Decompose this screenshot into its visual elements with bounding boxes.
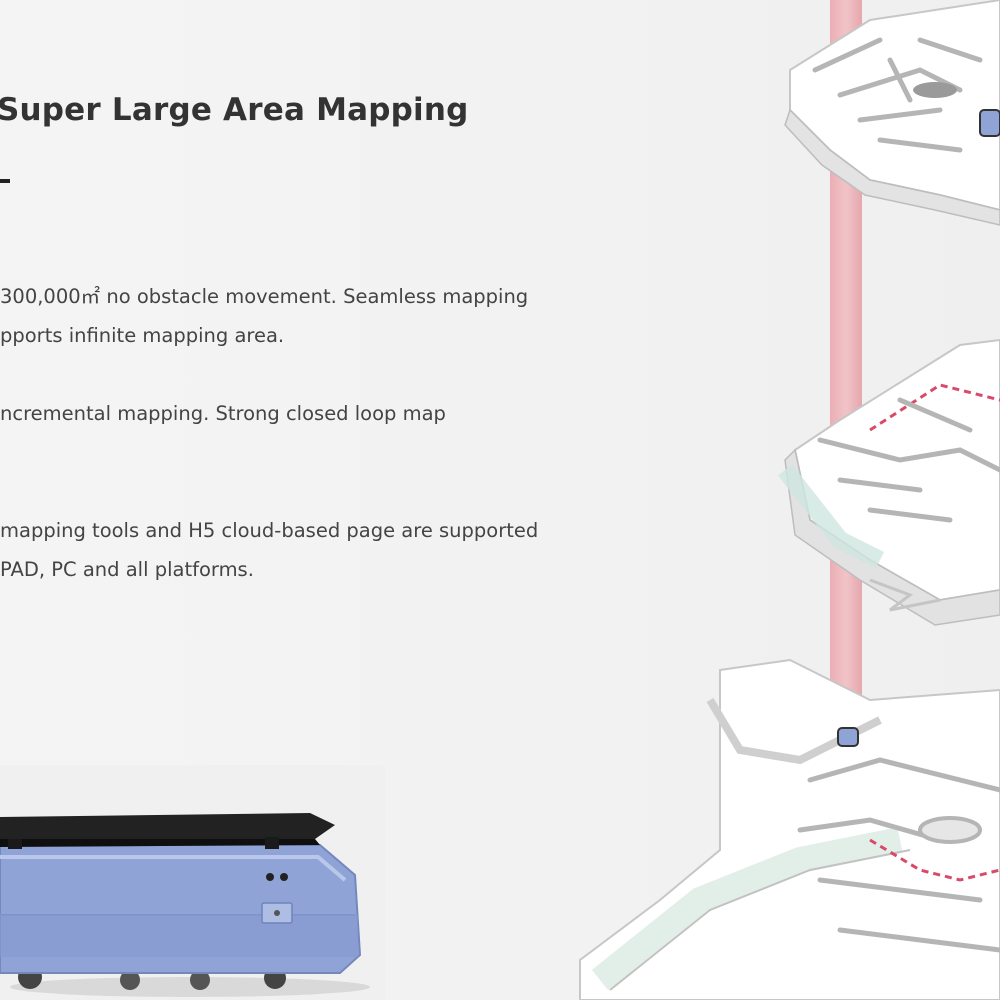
feature-3-line-1: mapping tools and H5 cloud-based page ar… bbox=[0, 519, 539, 542]
floor-bottom bbox=[579, 658, 1000, 1000]
multi-floor-map-illustration bbox=[579, 0, 1000, 1000]
feature-paragraph-3: mapping tools and H5 cloud-based page ar… bbox=[0, 511, 580, 589]
feature-3-line-2: PAD, PC and all platforms. bbox=[0, 558, 254, 581]
feature-paragraph-2: ncremental mapping. Strong closed loop m… bbox=[0, 394, 580, 433]
robot-mini-bottom bbox=[837, 727, 859, 747]
route-dashed-middle bbox=[869, 383, 1000, 432]
feature-paragraph-1: 300,000㎡ no obstacle movement. Seamless … bbox=[0, 277, 580, 355]
route-dashed-bottom bbox=[869, 838, 1000, 882]
sensor-icon bbox=[266, 873, 274, 881]
robot-mini-top bbox=[979, 109, 1000, 137]
robot-illustration bbox=[0, 765, 385, 1000]
section-title: Super Large Area Mapping bbox=[0, 92, 469, 128]
feature-2-line-1: ncremental mapping. Strong closed loop m… bbox=[0, 402, 446, 425]
floor-top bbox=[784, 0, 1000, 226]
feature-1-line-2: pports infinite mapping area. bbox=[0, 324, 285, 347]
floor-middle bbox=[777, 338, 1000, 626]
title-underline bbox=[0, 179, 10, 183]
feature-1-line-1: 300,000㎡ no obstacle movement. Seamless … bbox=[0, 285, 529, 308]
